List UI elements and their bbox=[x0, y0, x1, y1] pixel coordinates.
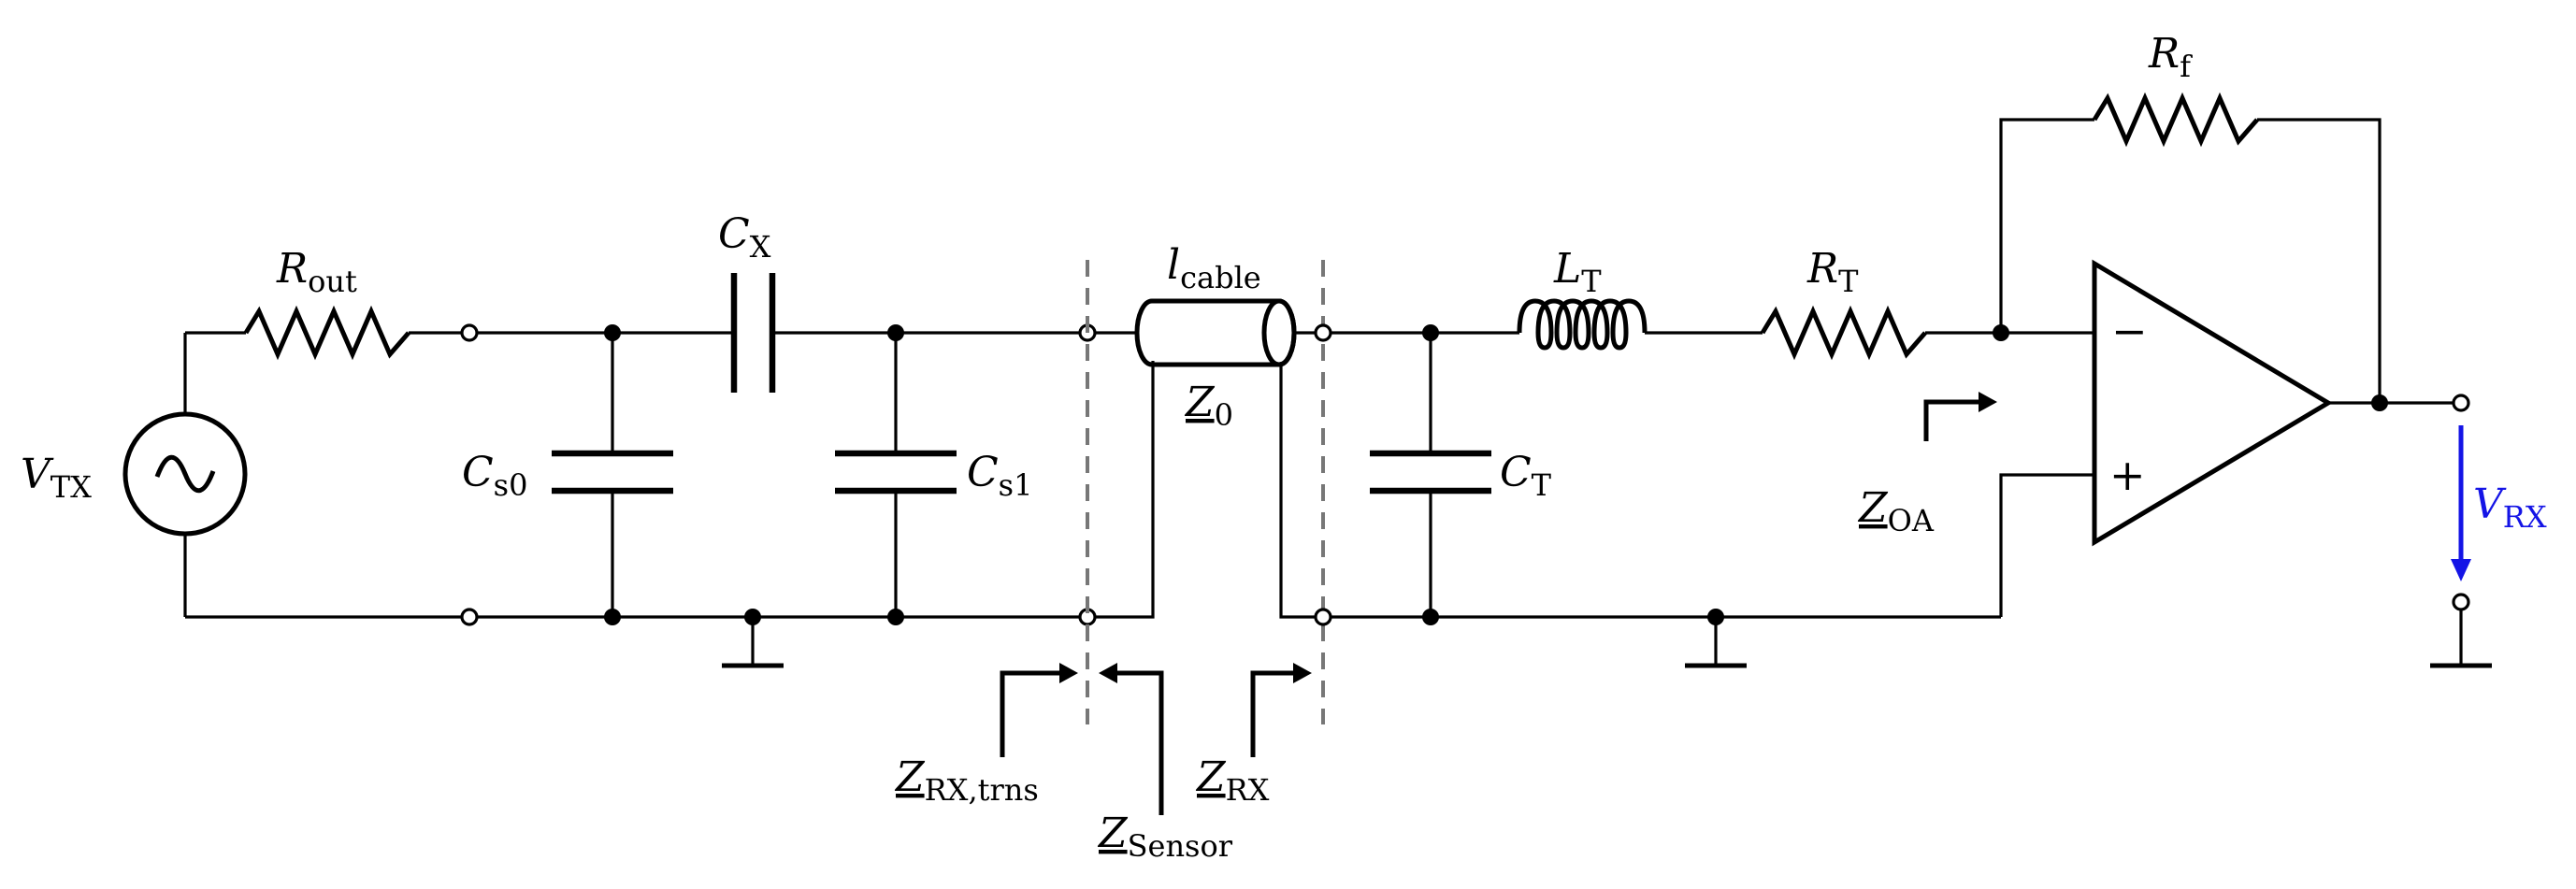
z-oa-arrow bbox=[1923, 399, 1980, 441]
ground-icon bbox=[722, 617, 784, 668]
z-rx-arrow bbox=[1250, 670, 1295, 757]
inductor-l-t bbox=[1517, 298, 1648, 351]
opamp-minus-sign: − bbox=[2111, 306, 2148, 356]
resistor-r-out bbox=[243, 305, 410, 361]
ground-icon bbox=[1685, 617, 1747, 668]
impedance-arrows bbox=[1000, 392, 1997, 815]
label-c-s0: Cs0 bbox=[462, 449, 527, 503]
terminal bbox=[460, 608, 479, 626]
wire bbox=[1999, 473, 2094, 617]
cable-section bbox=[1086, 260, 1332, 724]
v-rx-arrowhead bbox=[2451, 559, 2471, 581]
output-terminal bbox=[2452, 593, 2470, 611]
capacitor-c-x bbox=[730, 273, 776, 393]
source-section bbox=[122, 305, 479, 626]
receiver-section: − + bbox=[1331, 92, 2492, 668]
component-labels: VTX Rout CX Cs0 Cs1 lcable Z0 CT LT RT R… bbox=[21, 30, 2547, 864]
ac-source-icon bbox=[122, 411, 248, 537]
junction bbox=[1422, 609, 1439, 625]
resistor-r-f bbox=[2092, 92, 2259, 148]
arrowhead bbox=[1099, 663, 1117, 683]
label-c-x: CX bbox=[718, 210, 771, 265]
junction bbox=[2371, 394, 2388, 411]
label-r-f: Rf bbox=[2148, 30, 2193, 84]
coax-cable-icon bbox=[1134, 298, 1297, 367]
junction bbox=[887, 324, 904, 341]
junction bbox=[604, 324, 621, 341]
terminal bbox=[1314, 323, 1332, 342]
resistor-r-t bbox=[1760, 305, 1927, 361]
terminal bbox=[460, 323, 479, 342]
arrowhead bbox=[1059, 663, 1078, 683]
label-c-s1: Cs1 bbox=[967, 449, 1032, 503]
junction bbox=[887, 609, 904, 625]
label-r-t: RT bbox=[1806, 245, 1859, 299]
capacitor-c-s1 bbox=[835, 450, 957, 495]
opamp-plus-sign: + bbox=[2109, 450, 2146, 500]
z-rx-trns-arrow bbox=[1000, 670, 1061, 757]
label-v-tx: VTX bbox=[21, 451, 92, 505]
wire bbox=[1999, 118, 2094, 333]
label-l-t: LT bbox=[1553, 245, 1602, 299]
capacitor-c-t bbox=[1370, 450, 1491, 495]
label-c-t: CT bbox=[1500, 449, 1552, 503]
label-z-sensor: ZSensor bbox=[1097, 810, 1233, 864]
label-z-0: Z0 bbox=[1184, 379, 1233, 433]
sensor-section bbox=[477, 273, 1097, 668]
label-z-rx-trns: ZRX,trns bbox=[894, 753, 1039, 808]
arrowhead bbox=[1293, 663, 1312, 683]
arrowhead bbox=[1979, 392, 1997, 412]
cable-shield-right bbox=[1279, 363, 1316, 619]
ground-icon bbox=[2430, 609, 2492, 668]
junction bbox=[604, 609, 621, 625]
output-terminal bbox=[2452, 394, 2470, 412]
capacitor-c-s0 bbox=[552, 450, 673, 495]
cable-shield-left bbox=[1095, 361, 1155, 619]
terminal bbox=[1314, 608, 1332, 626]
wire bbox=[2257, 118, 2382, 403]
z-sensor-arrow bbox=[1115, 670, 1164, 815]
label-r-out: Rout bbox=[276, 245, 357, 299]
label-z-oa: ZOA bbox=[1857, 484, 1935, 538]
label-z-rx: ZRX bbox=[1195, 753, 1270, 808]
opamp-triangle bbox=[2092, 259, 2333, 547]
junction bbox=[1422, 324, 1439, 341]
label-v-rx: VRX bbox=[2473, 480, 2547, 535]
label-l-cable: lcable bbox=[1167, 241, 1261, 295]
